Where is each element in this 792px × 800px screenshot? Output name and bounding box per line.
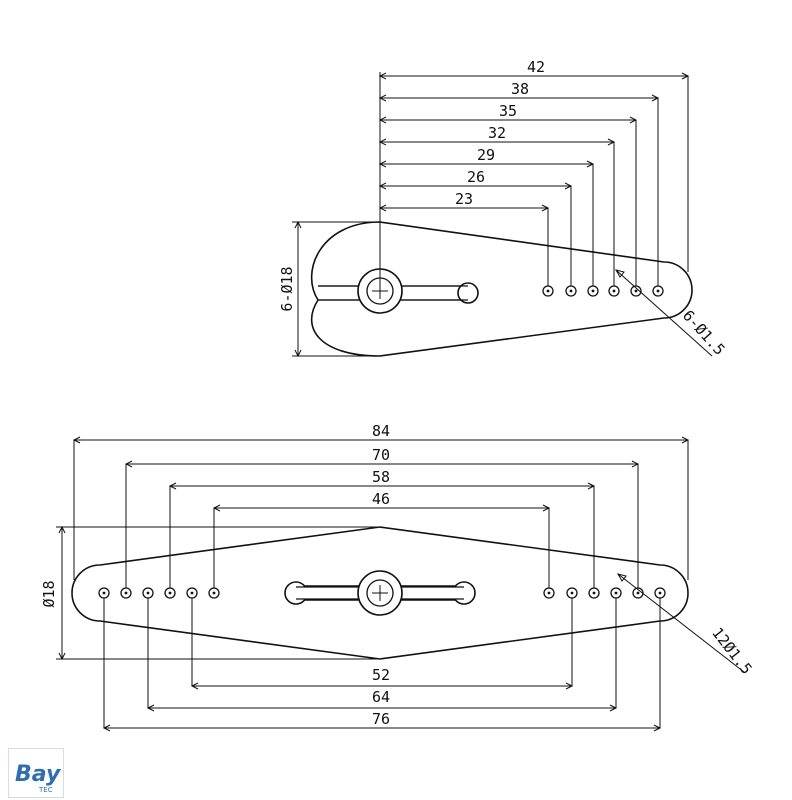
single-arm-span-dimensions: 42 38 35 32 29 26 23: [378, 58, 690, 291]
dim-12-phi1-5: 12Ø1.5: [708, 624, 756, 678]
bay-logo: Bay TEC: [8, 748, 64, 798]
dim-23: 23: [455, 190, 473, 208]
double-arm-drawing: 84 70 58 46 52 64 76: [40, 422, 756, 732]
single-arm-outline: [310, 221, 693, 357]
single-arm-drawing: 42 38 35 32 29 26 23 6-Ø18 6-Ø1.5: [278, 58, 729, 359]
dim-35: 35: [499, 102, 517, 120]
dim-29: 29: [477, 146, 495, 164]
dim-32: 32: [488, 124, 506, 142]
bay-logo-mark: Bay TEC: [15, 762, 62, 794]
dim-84: 84: [372, 422, 390, 440]
dim-6-phi18: 6-Ø18: [278, 266, 296, 311]
dim-76: 76: [372, 710, 390, 728]
dim-38: 38: [511, 80, 529, 98]
double-arm-top-dimensions: 84 70 58 46: [72, 422, 690, 588]
dim-58: 58: [372, 468, 390, 486]
logo-subtext: TEC: [38, 786, 53, 794]
dim-46: 46: [372, 490, 390, 508]
double-arm-hub-dimension: Ø18: [40, 525, 380, 661]
logo-text: Bay: [15, 762, 62, 787]
single-arm-slot-end: [457, 282, 479, 304]
dim-52: 52: [372, 666, 390, 684]
dim-70: 70: [372, 446, 390, 464]
dim-26: 26: [467, 168, 485, 186]
dim-phi18: Ø18: [40, 580, 58, 607]
dim-42: 42: [527, 58, 545, 76]
single-arm-hub-dimension: 6-Ø18: [278, 220, 380, 358]
dim-64: 64: [372, 688, 390, 706]
double-arm-bottom-dimensions: 52 64 76: [102, 598, 662, 732]
double-arm-hub-inner: [366, 579, 394, 607]
